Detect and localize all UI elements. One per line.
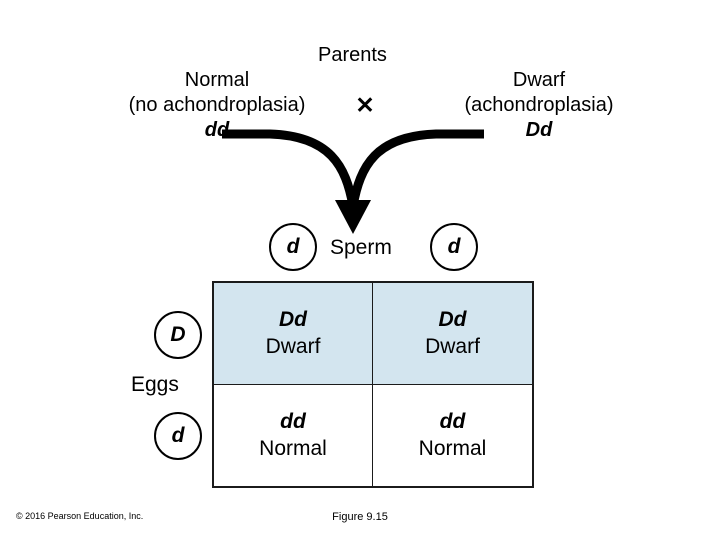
cell-phenotype: Normal (418, 437, 487, 461)
punnett-grid: Dd Dwarf Dd Dwarf dd Normal dd Normal (212, 281, 534, 488)
punnett-cell: dd Normal (373, 384, 532, 486)
cell-genotype: Dd (438, 308, 467, 332)
punnett-cell: Dd Dwarf (373, 283, 532, 385)
figure-caption: Figure 9.15 (332, 511, 388, 523)
sperm-gamete-0: d (269, 223, 317, 271)
parent-right: Dwarf (achondroplasia) Dd (414, 68, 664, 143)
parent-left-phenotype: Normal (184, 69, 250, 91)
cell-phenotype: Dwarf (425, 335, 480, 359)
copyright-notice: © 2016 Pearson Education, Inc. (16, 511, 144, 521)
parent-right-genotype: Dd (525, 119, 553, 141)
parent-right-phenotype: Dwarf (512, 69, 566, 91)
eggs-label: Eggs (131, 373, 179, 396)
parent-left: Normal (no achondroplasia) dd (92, 68, 342, 143)
cell-phenotype: Normal (259, 437, 327, 461)
parents-title: Parents (318, 44, 387, 66)
cross-icon: ✕ (355, 92, 375, 118)
egg-gamete-1: d (154, 412, 202, 460)
parent-left-condition: (no achondroplasia) (128, 94, 306, 116)
punnett-cell: dd Normal (214, 384, 373, 486)
sperm-gamete-1: d (430, 223, 478, 271)
cell-genotype: dd (280, 410, 306, 434)
sperm-label: Sperm (330, 236, 392, 259)
egg-gamete-0: D (154, 311, 202, 359)
cell-genotype: dd (439, 410, 466, 434)
punnett-cell: Dd Dwarf (214, 283, 373, 385)
parent-right-condition: (achondroplasia) (464, 94, 614, 116)
cell-phenotype: Dwarf (265, 335, 321, 359)
cell-genotype: Dd (279, 308, 307, 332)
merge-arrow-icon (222, 129, 484, 234)
